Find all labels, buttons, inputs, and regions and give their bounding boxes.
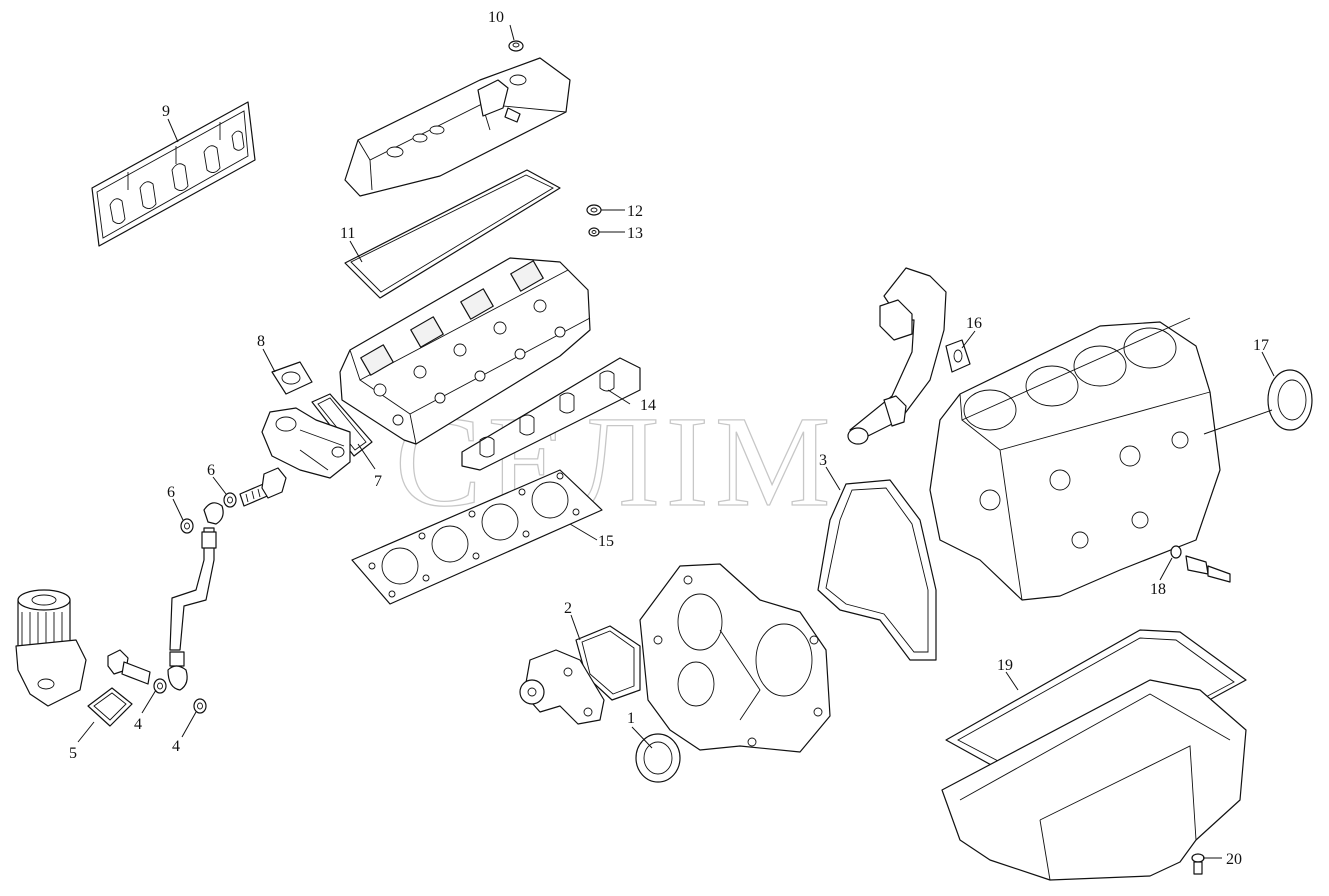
banjo-washer-upper — [223, 492, 237, 508]
front-crankshaft-seal — [635, 733, 681, 783]
thermostat-gasket — [271, 361, 313, 395]
callout-4a: 4 — [134, 716, 142, 733]
head-gasket — [351, 469, 603, 605]
valve-cover-nut — [508, 40, 524, 52]
callout-14: 14 — [640, 397, 656, 414]
oil-pressure-washer — [1170, 545, 1182, 559]
timing-case-gasket — [817, 479, 937, 661]
filter-gasket — [87, 687, 133, 727]
callout-20: 20 — [1226, 851, 1242, 868]
banjo-washer-4a — [153, 678, 167, 694]
callout-3: 3 — [819, 452, 827, 469]
callout-19: 19 — [997, 657, 1013, 674]
leader-lines — [77, 24, 1275, 859]
callout-11: 11 — [340, 225, 355, 242]
oil-drain-plug — [1191, 853, 1205, 875]
oil-pressure-switch — [1185, 555, 1231, 583]
callout-16: 16 — [966, 315, 982, 332]
intake-manifold-gasket — [461, 357, 641, 471]
callout-2: 2 — [564, 600, 572, 617]
banjo-bolt-lower — [107, 649, 151, 685]
callout-6a: 6 — [167, 484, 175, 501]
thermostat-housing — [261, 407, 351, 479]
callout-4b: 4 — [172, 738, 180, 755]
callout-9: 9 — [162, 103, 170, 120]
callout-8: 8 — [257, 333, 265, 350]
callout-labels: 1 2 3 4 4 5 6 6 7 8 9 10 11 12 13 14 15 … — [69, 9, 1269, 868]
oil-filter — [15, 589, 87, 707]
valve-cover-gasket — [344, 169, 561, 299]
water-outlet-gasket — [945, 339, 971, 373]
washer-13 — [588, 227, 600, 237]
cylinder-head — [339, 257, 591, 445]
water-outlet-pipe — [847, 267, 947, 445]
callout-13: 13 — [627, 225, 643, 242]
callout-6b: 6 — [207, 462, 215, 479]
exhaust-manifold-gasket — [91, 101, 256, 247]
callout-1: 1 — [627, 710, 635, 727]
callout-7: 7 — [374, 473, 382, 490]
callout-18: 18 — [1150, 581, 1166, 598]
callout-12: 12 — [627, 203, 643, 220]
callout-5: 5 — [69, 745, 77, 762]
banjo-washer-lower — [180, 518, 194, 534]
banjo-bolt-upper — [239, 467, 287, 507]
oil-feed-pipe — [167, 502, 224, 691]
callout-15: 15 — [598, 533, 614, 550]
callout-10: 10 — [488, 9, 504, 26]
banjo-washer-4b — [193, 698, 207, 714]
valve-cover — [344, 57, 571, 197]
water-pump — [519, 649, 605, 725]
oil-pan — [941, 679, 1247, 881]
rear-crankshaft-seal — [1267, 369, 1313, 431]
timing-gear-case — [639, 563, 831, 753]
cylinder-block — [929, 317, 1221, 601]
washer-12 — [586, 204, 602, 216]
callout-17: 17 — [1253, 337, 1269, 354]
